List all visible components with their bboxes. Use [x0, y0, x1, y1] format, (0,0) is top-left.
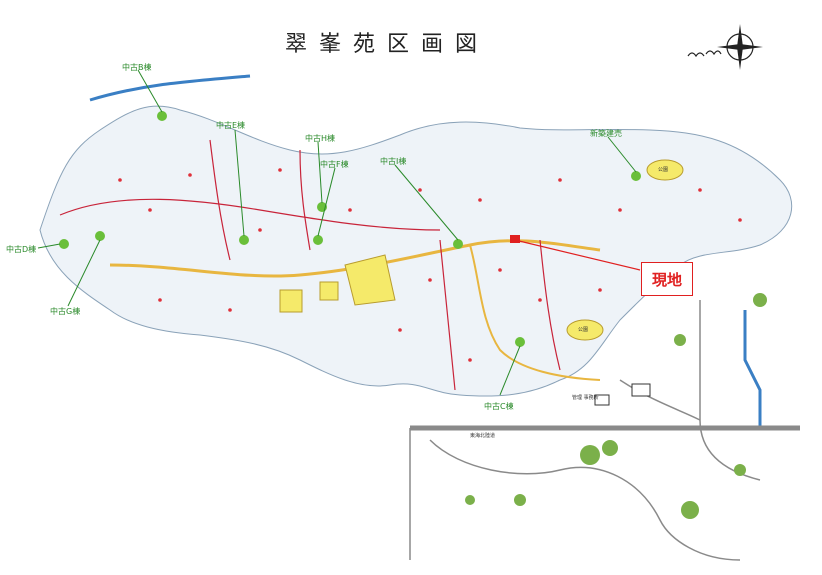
map-title: 翠峯苑区画図: [285, 32, 490, 57]
label-chuko-h: 中古H棟: [305, 134, 336, 143]
park-2: [646, 159, 684, 181]
subdivision-area: [39, 105, 793, 397]
label-chuko-e: 中古E棟: [216, 121, 246, 130]
park-label-2: 公園: [578, 327, 589, 333]
label-chuko-i: 中古I棟: [380, 157, 407, 166]
label-new-build: 新築建売: [590, 129, 622, 138]
label-chuko-b: 中古B棟: [122, 63, 152, 72]
birds-icon: [687, 50, 722, 58]
current-location-badge: 現地: [641, 262, 693, 296]
park-label-1: 公園: [658, 167, 669, 173]
compass-icon: [717, 24, 763, 70]
label-chuko-d: 中古D棟: [6, 245, 37, 254]
blank-area: [12, 384, 142, 572]
label-chuko-f: 中古F棟: [320, 160, 349, 169]
park-1: [344, 254, 396, 306]
label-chuko-g: 中古G棟: [50, 307, 81, 316]
river: [89, 74, 251, 102]
highway-label: 東海北陸道: [470, 433, 496, 439]
office-label: 管理 事務所: [572, 395, 599, 401]
park-3: [566, 319, 604, 341]
river-right: [743, 310, 762, 430]
label-chuko-c: 中古C棟: [484, 402, 514, 411]
